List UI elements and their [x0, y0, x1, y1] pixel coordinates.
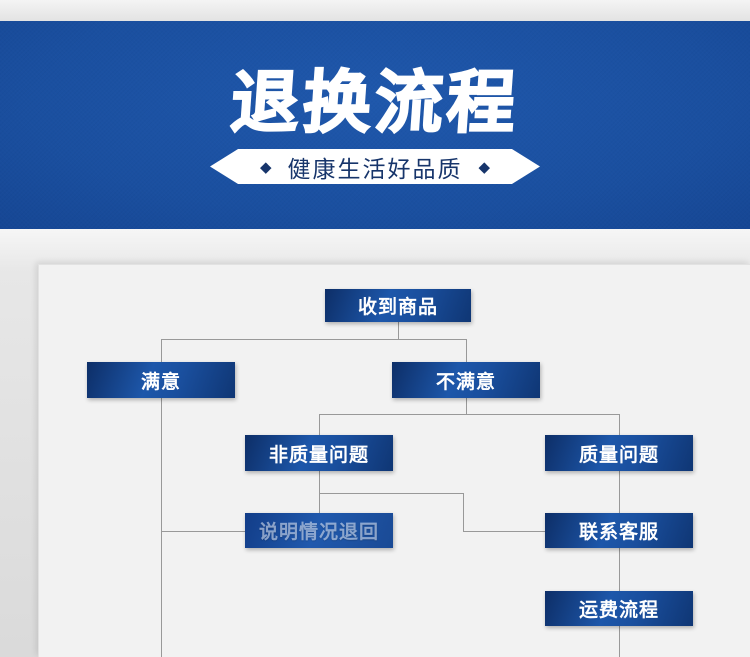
diamond-icon: ◆: [478, 157, 491, 176]
connector-line: [619, 471, 620, 513]
connector-line: [398, 322, 399, 339]
connector-line: [161, 339, 162, 362]
flow-node-contact-customer-service: 联系客服: [545, 513, 693, 548]
flowchart-panel: 收到商品 满意 不满意 非质量问题 质量问题 说明情况退回 联系客服 运费流程: [38, 264, 750, 657]
flow-node-satisfied: 满意: [87, 362, 235, 398]
connector-line: [319, 414, 320, 435]
connector-line: [619, 626, 620, 657]
connector-line: [463, 493, 464, 531]
flow-node-shipping-fee-process: 运费流程: [545, 591, 693, 626]
banner-title: 退换流程: [227, 63, 523, 144]
banner-subtitle: 健康生活好品质: [287, 156, 463, 183]
connector-line: [161, 531, 245, 532]
banner: 退换流程 ◆ 健康生活好品质 ◆: [0, 21, 750, 229]
connector-line: [319, 471, 320, 513]
flow-node-quality-issue: 质量问题: [545, 435, 693, 471]
flow-node-received-goods: 收到商品: [325, 289, 471, 322]
connector-line: [466, 339, 467, 362]
flow-node-unsatisfied: 不满意: [392, 362, 540, 398]
connector-line: [161, 339, 467, 340]
flow-node-non-quality-issue: 非质量问题: [245, 435, 393, 471]
connector-line: [619, 414, 620, 435]
connector-line: [619, 548, 620, 591]
connector-line: [319, 414, 620, 415]
connector-line: [319, 493, 464, 494]
connector-line: [161, 398, 162, 657]
banner-texture: [0, 21, 750, 229]
connector-line: [463, 531, 545, 532]
connector-line: [466, 398, 467, 414]
top-strip: [0, 0, 750, 21]
flow-node-explain-and-return: 说明情况退回: [245, 513, 393, 548]
banner-ribbon: ◆ 健康生活好品质 ◆: [210, 149, 540, 184]
diamond-icon: ◆: [259, 157, 272, 176]
